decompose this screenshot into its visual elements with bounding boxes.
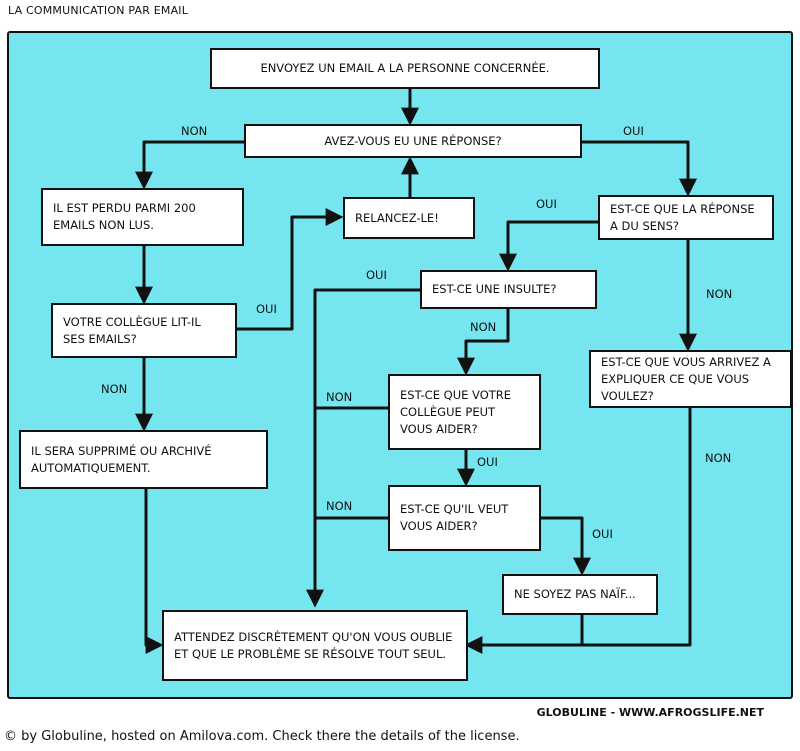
edge-veut-naif — [541, 516, 591, 576]
label-non-insulte: NON — [470, 320, 497, 334]
node-sens: EST-CE QUE LA RÉPONSE A DU SENS? — [598, 195, 774, 240]
node-final: ATTENDEZ DISCRÈTEMENT QU'ON VOUS OUBLIE … — [162, 610, 468, 681]
label-oui-insulte: OUI — [366, 268, 387, 282]
author-credit: GLOBULINE - WWW.AFROGSLIFE.NET — [536, 706, 764, 719]
edge-insulte-final — [306, 288, 420, 608]
label-non-veut: NON — [326, 499, 353, 513]
node-aider-peut: EST-CE QUE VOTRE COLLÈGUE PEUT VOUS AIDE… — [388, 374, 541, 450]
label-non-peut: NON — [326, 390, 353, 404]
node-insulte: EST-CE UNE INSULTE? — [420, 270, 597, 309]
label-oui-veut: OUI — [592, 527, 613, 541]
label-oui-sens: OUI — [536, 197, 557, 211]
edge-expliquer-final — [582, 408, 692, 647]
node-expliquer: EST-CE QUE VOUS ARRIVEZ A EXPLIQUER CE Q… — [589, 350, 792, 408]
page-title: LA COMMUNICATION PAR EMAIL — [8, 4, 189, 17]
label-non-lit: NON — [101, 382, 128, 396]
node-supprime: IL SERA SUPPRIMÉ OU ARCHIVÉ AUTOMATIQUEM… — [19, 430, 268, 489]
edge-trunk-final — [144, 489, 164, 654]
node-reponse: AVEZ-VOUS EU UNE RÉPONSE? — [244, 124, 582, 158]
label-oui-peut: OUI — [477, 455, 498, 469]
label-non-expliquer: NON — [705, 451, 732, 465]
node-lit: VOTRE COLLÈGUE LIT-IL SES EMAILS? — [51, 303, 237, 358]
node-relancez: RELANCEZ-LE! — [343, 197, 475, 239]
edge-sens-insulte — [499, 220, 598, 272]
label-non-reponse: NON — [181, 124, 208, 138]
edge-lit-relancez — [237, 208, 344, 331]
node-perdu: IL EST PERDU PARMI 200 EMAILS NON LUS. — [41, 188, 244, 246]
label-oui-reponse: OUI — [623, 124, 644, 138]
node-aider-veut: EST-CE QU'IL VEUT VOUS AIDER? — [388, 485, 541, 551]
edge-reponse-perdu — [135, 140, 244, 190]
label-oui-lit: OUI — [256, 302, 277, 316]
label-non-sens: NON — [706, 287, 733, 301]
node-naif: NE SOYEZ PAS NAÏF... — [502, 574, 658, 615]
node-start: ENVOYEZ UN EMAIL A LA PERSONNE CONCERNÉE… — [210, 48, 600, 89]
license-text: © by Globuline, hosted on Amilova.com. C… — [4, 729, 520, 744]
edge-reponse-sens — [582, 140, 697, 197]
edge-naif-final — [464, 615, 584, 654]
edge-insulte-peut — [457, 309, 510, 376]
